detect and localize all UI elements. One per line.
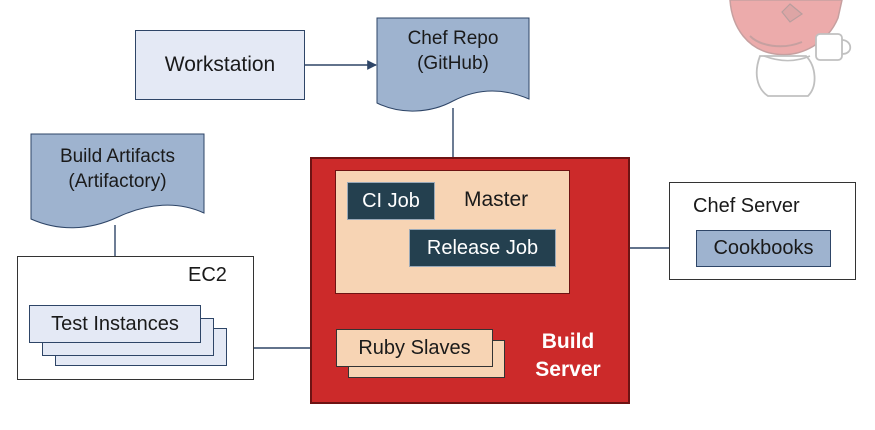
- ruby-slaves-label: Ruby Slaves: [358, 336, 471, 359]
- build-server-title-line1: Build: [541, 330, 595, 353]
- ci-job-box: CI Job: [347, 182, 435, 220]
- build-server-title: Build Server: [526, 328, 610, 384]
- build-artifacts-title: Build Artifacts: [59, 146, 176, 167]
- jenkins-logo: [729, 0, 852, 97]
- release-job-label: Release Job: [426, 236, 539, 259]
- ruby-slaves-box: Ruby Slaves: [336, 329, 493, 367]
- ec2-title: EC2: [188, 264, 227, 286]
- chef-repo-title: Chef Repo: [407, 28, 499, 49]
- cookbooks-box: Cookbooks: [696, 230, 831, 267]
- test-instances-label: Test Instances: [51, 312, 179, 335]
- chef-repo-subtitle: (GitHub): [417, 53, 489, 74]
- workstation-label: Workstation: [164, 53, 276, 76]
- build-artifacts-text: Build Artifacts (Artifactory): [30, 144, 205, 194]
- cookbooks-label: Cookbooks: [713, 237, 814, 259]
- release-job-box: Release Job: [409, 229, 556, 267]
- chef-server-title: Chef Server: [693, 195, 800, 217]
- master-label: Master: [464, 188, 529, 211]
- chef-repo-document: [376, 17, 530, 112]
- chef-repo-text: Chef Repo (GitHub): [376, 26, 530, 76]
- test-instances-box: Test Instances: [29, 305, 201, 343]
- workstation-box: Workstation: [135, 30, 305, 100]
- build-artifacts-subtitle: (Artifactory): [68, 171, 167, 192]
- build-server-title-line2: Server: [535, 358, 601, 381]
- ci-job-label: CI Job: [362, 189, 420, 212]
- build-artifacts-document: [30, 133, 205, 229]
